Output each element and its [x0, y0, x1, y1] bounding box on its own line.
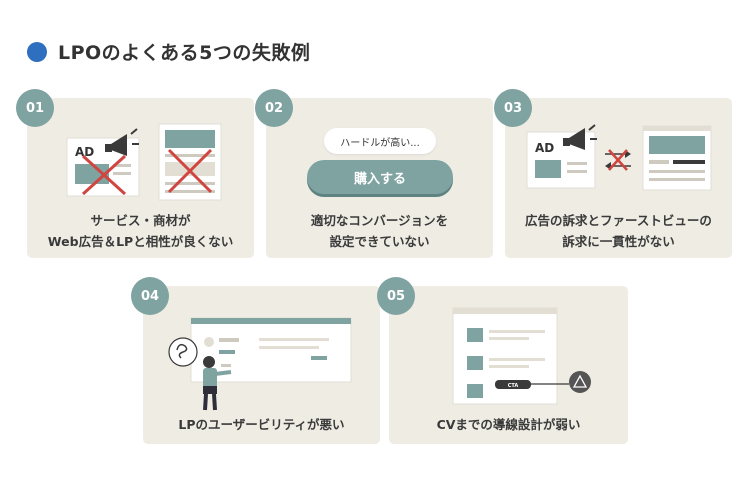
caption-line-2: 訴求に一貫性がない — [562, 234, 675, 249]
megaphone-icon — [563, 124, 597, 150]
mismatch-arrows-icon — [605, 149, 631, 171]
heading-bullet-icon — [27, 41, 47, 62]
caption-line-1: 適切なコンバージョンを — [310, 213, 449, 228]
page-title: LPOのよくある5つの失敗例 — [58, 42, 311, 64]
hurdle-speech-bubble: ハードルが高い... — [324, 128, 436, 154]
megaphone-icon — [105, 128, 139, 156]
cta-label: CTA — [508, 383, 519, 389]
caption-line-1: CVまでの導線設計が弱い — [436, 417, 581, 432]
ad-label: AD — [75, 145, 94, 159]
caption-line-2: Web広告＆LPと相性が良くない — [47, 234, 234, 249]
step-badge-03: 03 — [494, 89, 532, 127]
step-badge-01: 01 — [16, 89, 54, 127]
failure-card-02: ハードルが高い... 購入する 適切なコンバージョンを 設定できていない — [266, 98, 493, 258]
failure-card-03: AD 広告の訴求とファーストビューの 訴求に一貫性がない — [505, 98, 732, 258]
failure-card-01: サービス・商材が Web広告＆LPと相性が良くない AD — [27, 98, 254, 258]
step-badge-05: 05 — [377, 277, 415, 315]
caption-line-1: サービス・商材が — [90, 213, 191, 228]
caption-line-1: 広告の訴求とファーストビューの — [525, 213, 712, 228]
failure-card-05: CTA CVまでの導線設計が弱い — [389, 286, 628, 444]
card-caption: 適切なコンバージョンを 設定できていない — [266, 210, 493, 252]
card-caption: LPのユーザービリティが悪い — [143, 414, 380, 435]
confused-user-illustration — [168, 317, 352, 411]
caption-line-1: LPのユーザービリティが悪い — [178, 417, 345, 432]
card-caption: CVまでの導線設計が弱い — [389, 414, 628, 435]
ad-label: AD — [535, 141, 554, 155]
card-caption: 広告の訴求とファーストビューの 訴求に一貫性がない — [505, 210, 732, 252]
cta-button-icon — [495, 380, 531, 389]
step-badge-02: 02 — [255, 89, 293, 127]
section-heading: LPOのよくある5つの失敗例 — [27, 38, 310, 65]
ad-fv-inconsistency-illustration: AD — [526, 124, 712, 191]
ad-and-lp-mismatch-illustration: AD — [66, 123, 222, 201]
weak-cv-path-illustration: CTA — [452, 307, 591, 405]
step-badge-04: 04 — [131, 277, 169, 315]
purchase-button[interactable]: 購入する — [307, 160, 453, 194]
card-caption: サービス・商材が Web広告＆LPと相性が良くない — [27, 210, 254, 252]
warning-triangle-icon — [569, 371, 591, 393]
failure-card-04: LPのユーザービリティが悪い — [143, 286, 380, 444]
caption-line-2: 設定できていない — [329, 234, 430, 249]
